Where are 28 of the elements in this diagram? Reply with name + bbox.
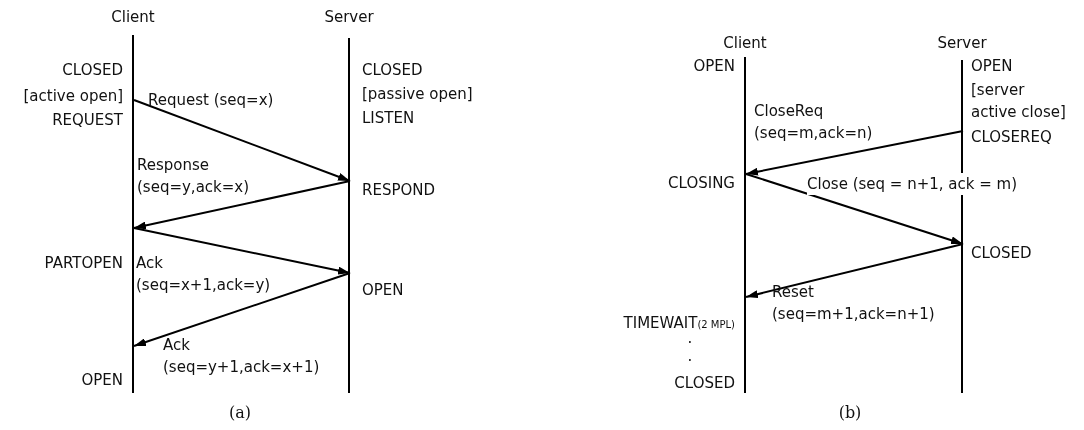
state-label: OPEN <box>693 56 735 77</box>
state-label: OPEN <box>362 280 404 301</box>
state-label: CLOSED <box>362 60 423 81</box>
state-label: CLOSING <box>668 173 735 194</box>
state-label: REQUEST <box>52 110 123 131</box>
state-label: LISTEN <box>362 108 415 129</box>
edge-label: Reset (seq=m+1,ack=n+1) <box>772 282 935 325</box>
edge-label: Request (seq=x) <box>148 90 274 111</box>
state-label: OPEN <box>971 56 1013 77</box>
edge-label: Close (seq = n+1, ack = m) <box>807 173 1017 195</box>
state-label: RESPOND <box>362 180 436 201</box>
state-label: [active open] <box>23 86 123 107</box>
state-label: CLOSEREQ <box>971 127 1052 148</box>
state-label: OPEN <box>81 370 123 391</box>
panel-caption: (b) <box>838 402 862 424</box>
state-label: CLOSED <box>971 243 1032 264</box>
panel-caption: (a) <box>229 402 251 424</box>
edge-label: CloseReq (seq=m,ack=n) <box>754 101 873 144</box>
edge-label: Ack (seq=y+1,ack=x+1) <box>163 335 320 378</box>
state-label: CLOSED <box>674 373 735 394</box>
ellipsis-dot: . <box>687 346 693 367</box>
edge-label: Response (seq=y,ack=x) <box>137 155 250 198</box>
ellipsis-dot: . <box>687 328 693 349</box>
state-label: PARTOPEN <box>44 253 123 274</box>
state-label: [passive open] <box>362 84 473 105</box>
state-label: [server active close] <box>971 80 1067 123</box>
state-label: CLOSED <box>62 60 123 81</box>
edge-label: Ack (seq=x+1,ack=y) <box>136 253 271 296</box>
